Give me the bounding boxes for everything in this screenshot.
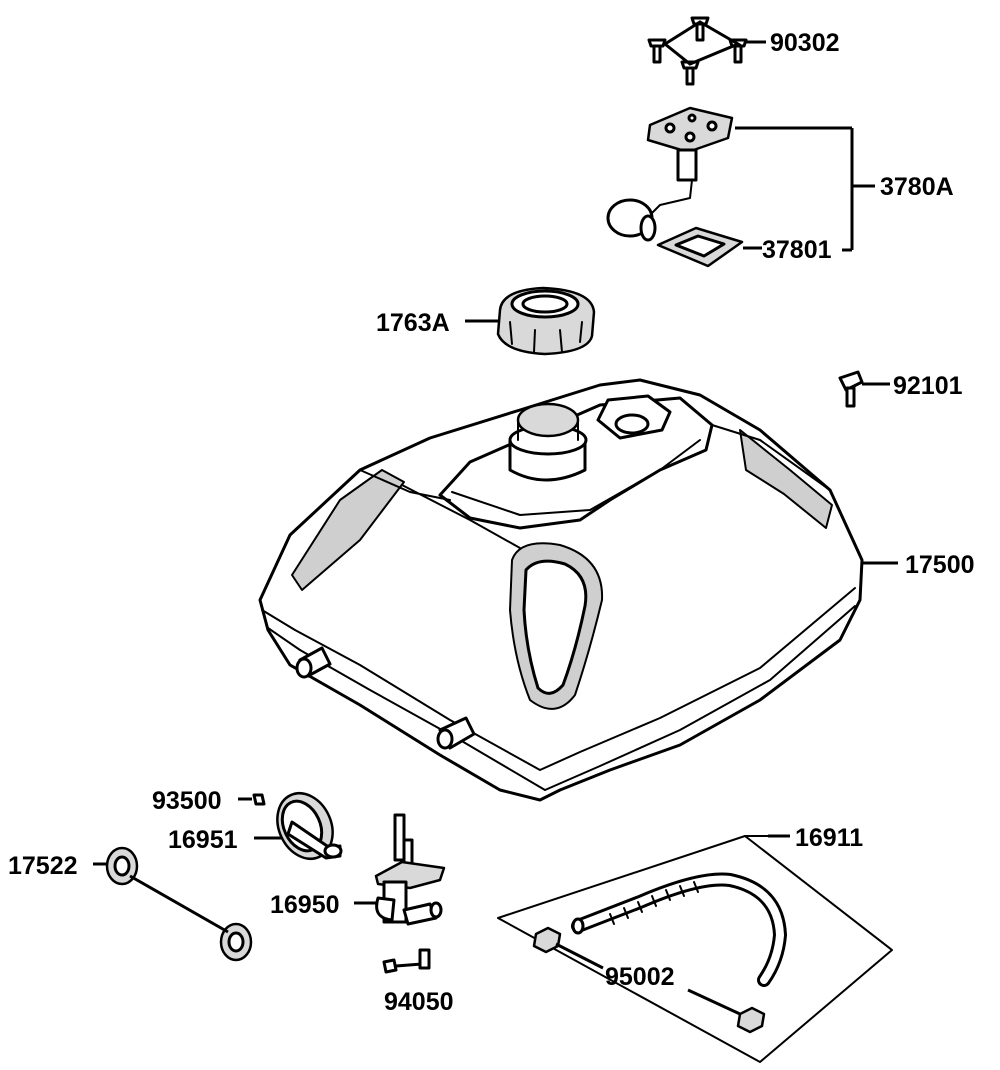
bolt-92101 xyxy=(838,370,890,408)
label-37801: 37801 xyxy=(762,236,832,264)
filter-16951 xyxy=(254,792,343,860)
label-17500: 17500 xyxy=(905,551,975,579)
fuel-tank-17500 xyxy=(258,378,898,802)
gasket-37801 xyxy=(656,226,852,268)
label-90302: 90302 xyxy=(770,29,840,57)
label-16911: 16911 xyxy=(795,824,863,852)
label-94050: 94050 xyxy=(384,988,454,1016)
label-1763A: 1763A xyxy=(376,309,450,337)
label-95002: 95002 xyxy=(605,963,675,991)
label-16950: 16950 xyxy=(270,891,340,919)
clip-94050 xyxy=(382,948,431,974)
label-16951: 16951 xyxy=(168,826,238,854)
screws-90302 xyxy=(647,16,766,86)
label-3780A: 3780A xyxy=(880,173,954,201)
grommets-17522 xyxy=(93,846,253,962)
label-17522: 17522 xyxy=(8,852,78,880)
clamps-95002 xyxy=(532,926,766,1034)
fuel-cap-1763A xyxy=(465,286,596,356)
fuel-sender-3780A xyxy=(606,106,875,250)
screw-93500 xyxy=(238,793,266,806)
label-93500: 93500 xyxy=(152,787,222,815)
hose-kit-16911 xyxy=(497,834,893,1063)
fuel-cock-16950 xyxy=(354,813,446,926)
label-92101: 92101 xyxy=(893,372,963,400)
